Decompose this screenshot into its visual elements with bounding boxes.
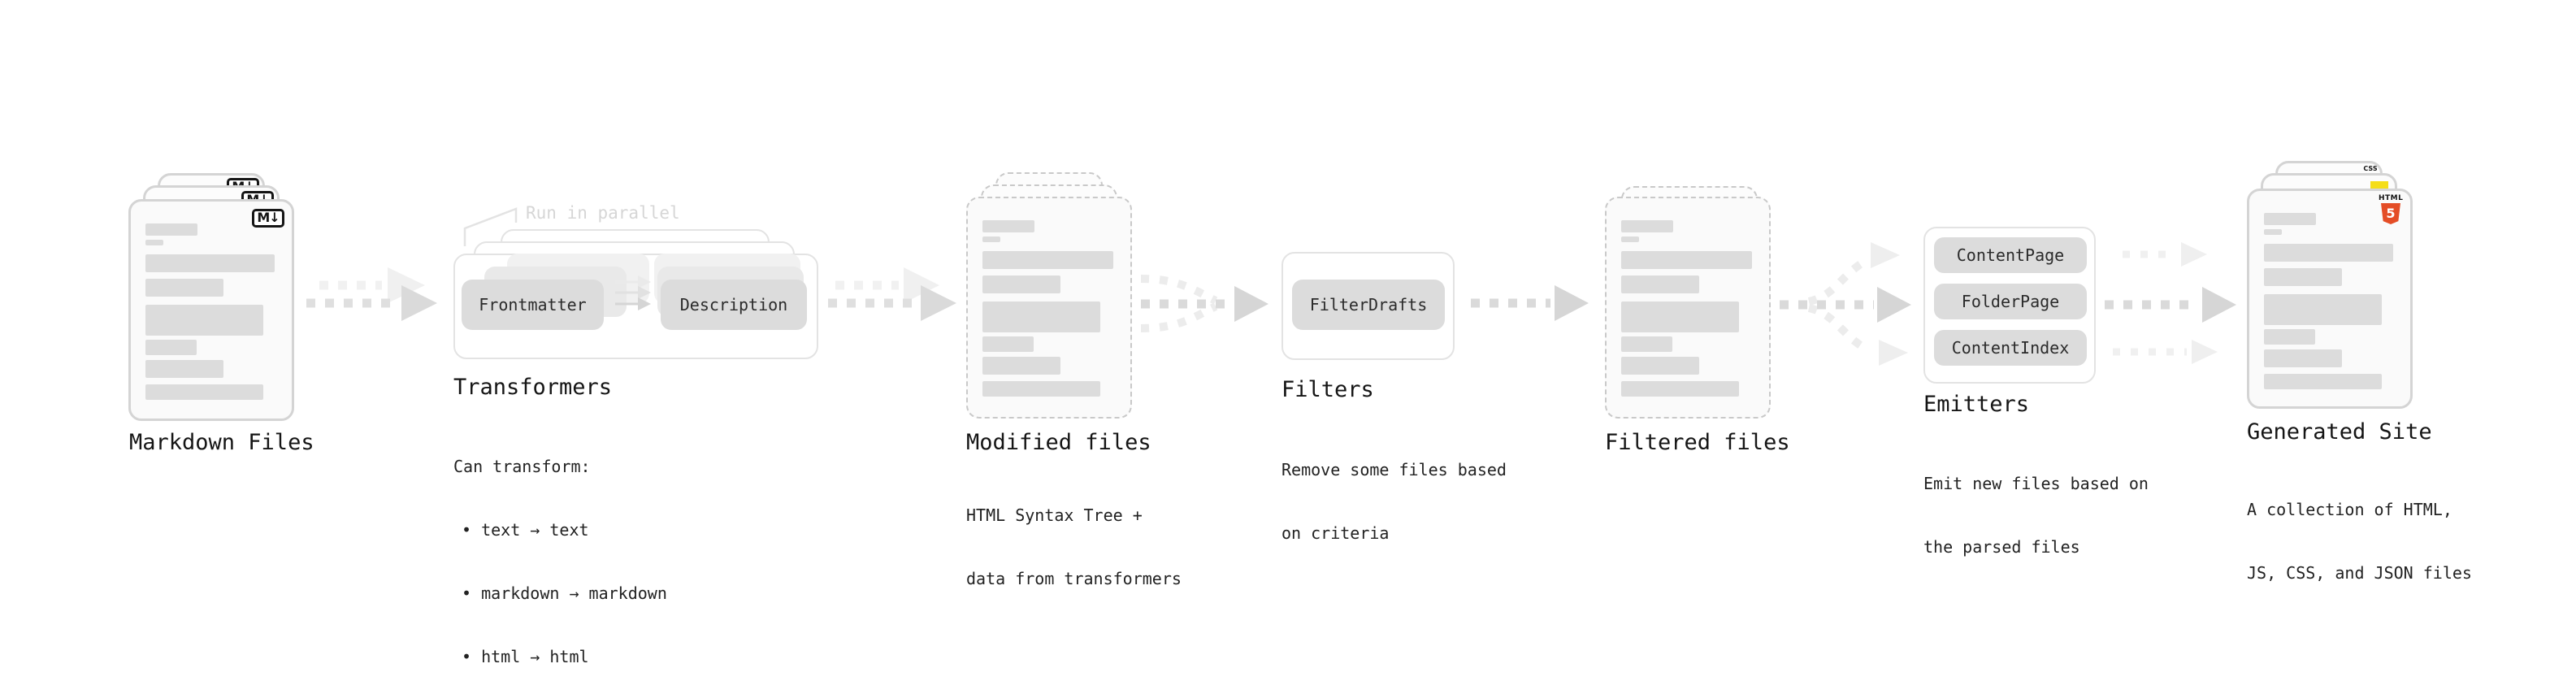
generated-site-label: Generated Site — [2247, 419, 2432, 445]
transformers-bullet-2: • markdown → markdown — [462, 583, 667, 603]
file-content-placeholder — [145, 223, 275, 400]
filtered-files-label: Filtered files — [1605, 430, 1790, 455]
filters-label: Filters — [1281, 377, 1374, 402]
generated-site-desc-line2: JS, CSS, and JSON files — [2247, 563, 2472, 583]
transformers-description: Can transform: • text → text • markdown … — [453, 414, 667, 681]
file-content-placeholder — [2264, 213, 2393, 389]
markdown-icon: M↓ — [252, 209, 284, 228]
modified-files-desc-line1: HTML Syntax Tree + — [966, 505, 1143, 525]
emitters-desc-line1: Emit new files based on — [1923, 474, 2149, 493]
modified-file-front — [966, 197, 1132, 419]
arrow-filtered-to-emitters — [1780, 242, 1911, 366]
markdown-file-front: M↓ — [128, 199, 294, 421]
transformers-desc-intro: Can transform: — [453, 457, 591, 476]
frontmatter-pill: Frontmatter — [462, 280, 604, 330]
emitters-label: Emitters — [1923, 392, 2030, 417]
filterdrafts-pill: FilterDrafts — [1292, 280, 1445, 330]
filters-description: Remove some files based on criteria — [1281, 417, 1507, 586]
contentpage-pill: ContentPage — [1934, 237, 2087, 273]
emitters-desc-line2: the parsed files — [1923, 537, 2080, 557]
modified-files-label: Modified files — [966, 430, 1151, 455]
file-content-placeholder — [1621, 220, 1752, 397]
generated-site-description: A collection of HTML, JS, CSS, and JSON … — [2247, 457, 2472, 626]
arrow-markdown-to-transformers — [306, 267, 437, 321]
folderpage-pill: FolderPage — [1934, 284, 2087, 319]
contentindex-pill: ContentIndex — [1934, 330, 2087, 366]
file-content-placeholder — [982, 220, 1113, 397]
modified-files-description: HTML Syntax Tree + data from transformer… — [966, 462, 1182, 631]
filtered-file-front — [1605, 197, 1771, 419]
transformers-bullet-3: • html → html — [462, 647, 589, 666]
transformers-label: Transformers — [453, 375, 613, 400]
arrow-filters-to-filtered — [1471, 285, 1589, 321]
filters-desc-line2: on criteria — [1281, 523, 1390, 543]
arrow-modified-to-filters — [1140, 275, 1268, 332]
modified-files-desc-line2: data from transformers — [966, 569, 1182, 588]
filters-desc-line1: Remove some files based — [1281, 460, 1507, 479]
description-pill: Description — [661, 280, 807, 330]
arrow-transformers-to-modified — [828, 267, 956, 321]
arrows-emitters-to-generated — [2105, 242, 2236, 364]
emitters-description: Emit new files based on the parsed files — [1923, 431, 2149, 600]
html5-icon: HTML 5 — [2379, 195, 2403, 224]
markdown-files-label: Markdown Files — [129, 430, 314, 455]
transformers-bullet-1: • text → text — [462, 520, 589, 540]
generated-site-front: HTML 5 — [2247, 189, 2413, 409]
generated-site-desc-line1: A collection of HTML, — [2247, 500, 2452, 519]
run-in-parallel-note: Run in parallel — [526, 203, 680, 223]
